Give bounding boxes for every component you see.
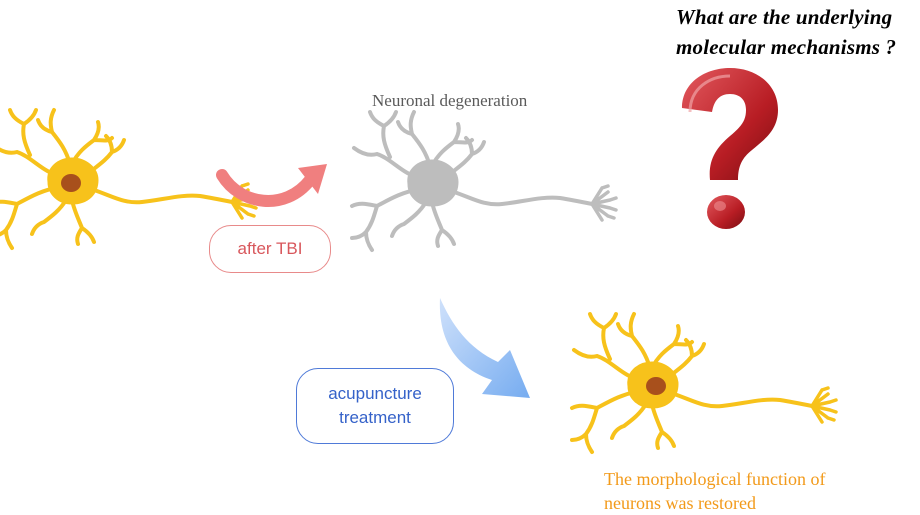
- tbi-label: after TBI: [237, 239, 303, 258]
- restored-caption: The morphological function of neurons wa…: [604, 467, 914, 515]
- nucleus-icon: [646, 377, 666, 395]
- question-line-1: What are the underlying: [676, 5, 893, 29]
- question-text: What are the underlying molecular mechan…: [676, 2, 916, 62]
- restored-line-2: neurons was restored: [604, 493, 756, 513]
- acupuncture-line-1: acupuncture: [328, 384, 422, 403]
- degeneration-label: Neuronal degeneration: [372, 91, 528, 110]
- restored-line-1: The morphological function of: [604, 469, 826, 489]
- restored-neuron-icon: [570, 312, 838, 454]
- question-line-2: molecular mechanisms ?: [676, 35, 897, 59]
- question-mark-icon: [682, 68, 778, 229]
- tbi-label-pill: after TBI: [209, 225, 331, 273]
- degenerated-neuron-icon: [350, 110, 618, 252]
- nucleus-icon: [61, 174, 81, 192]
- curved-arrow-icon: [216, 164, 327, 207]
- acupuncture-label-pill: acupuncture treatment: [296, 368, 454, 444]
- acupuncture-line-2: treatment: [339, 408, 411, 427]
- down-arrow-icon: [439, 298, 530, 398]
